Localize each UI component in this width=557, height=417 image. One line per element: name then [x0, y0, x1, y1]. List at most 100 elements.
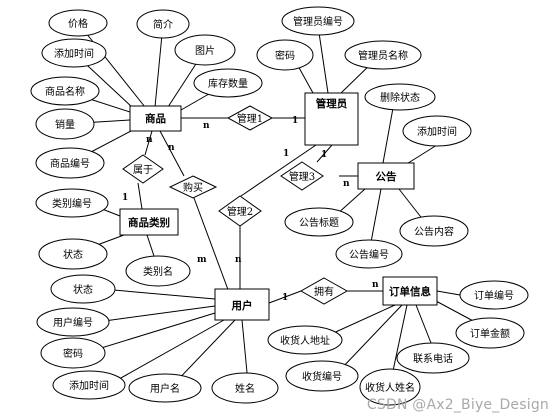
- entity-notice[interactable]: 公告: [357, 162, 415, 190]
- card-manage3-notice: n: [343, 179, 350, 189]
- svg-text:收货人姓名: 收货人姓名: [365, 381, 415, 394]
- relation-buy[interactable]: 购买: [168, 175, 218, 199]
- svg-text:库存数量: 库存数量: [208, 77, 248, 90]
- attr-category-name[interactable]: 类别名: [125, 255, 191, 287]
- svg-text:类别名: 类别名: [143, 265, 173, 278]
- card-buy-user: m: [197, 255, 207, 265]
- svg-text:状态: 状态: [73, 283, 93, 296]
- card-manage3-admin: 1: [321, 150, 327, 160]
- svg-text:用户编号: 用户编号: [53, 316, 93, 329]
- relation-manage2-label: 管理2: [227, 205, 253, 218]
- svg-text:管理员编号: 管理员编号: [293, 15, 343, 28]
- attr-order-phone[interactable]: 联系电话: [396, 342, 470, 374]
- relation-manage1-label: 管理1: [237, 112, 263, 125]
- relation-belongs-label: 属于: [133, 164, 153, 176]
- card-buy-product: n: [168, 143, 175, 153]
- svg-text:收货人地址: 收货人地址: [280, 334, 330, 347]
- entity-notice-label: 公告: [376, 170, 397, 183]
- svg-text:添加时间: 添加时间: [54, 47, 94, 60]
- svg-text:公告内容: 公告内容: [414, 225, 454, 238]
- attr-admin-password[interactable]: 密码: [256, 39, 314, 71]
- svg-text:公告编号: 公告编号: [349, 248, 389, 261]
- attr-product-name[interactable]: 商品名称: [30, 76, 100, 106]
- relation-manage1[interactable]: 管理1: [226, 105, 274, 131]
- relation-manage3-label: 管理3: [289, 170, 315, 183]
- attr-product-intro[interactable]: 简介: [136, 9, 190, 39]
- svg-text:密码: 密码: [275, 49, 295, 62]
- entity-order-label: 订单信息: [389, 285, 431, 298]
- attr-notice-delete-status[interactable]: 删除状态: [364, 83, 436, 111]
- entity-product-label: 商品: [145, 112, 166, 125]
- svg-text:用户名: 用户名: [150, 382, 180, 395]
- svg-text:收货编号: 收货编号: [302, 370, 342, 383]
- relation-manage2[interactable]: 管理2: [218, 195, 262, 227]
- attr-order-receiver-name[interactable]: 收货人姓名: [359, 368, 421, 406]
- entity-admin-label: 管理员: [316, 97, 348, 110]
- attr-notice-id[interactable]: 公告编号: [335, 239, 403, 269]
- attr-order-receipt-id[interactable]: 收货编号: [285, 360, 359, 392]
- svg-text:添加时间: 添加时间: [417, 125, 457, 138]
- attr-user-realname[interactable]: 姓名: [211, 372, 279, 404]
- svg-text:公告标题: 公告标题: [299, 216, 339, 229]
- svg-text:添加时间: 添加时间: [69, 379, 109, 392]
- attr-category-id[interactable]: 类别编号: [35, 188, 109, 218]
- attr-user-username[interactable]: 用户名: [128, 373, 202, 403]
- card-manage2-admin: 1: [283, 149, 289, 159]
- attr-user-status[interactable]: 状态: [50, 274, 116, 304]
- svg-text:订单金额: 订单金额: [470, 327, 510, 340]
- svg-text:图片: 图片: [195, 44, 215, 57]
- attr-product-added-time[interactable]: 添加时间: [41, 38, 107, 68]
- svg-text:类别编号: 类别编号: [52, 197, 92, 210]
- entity-order[interactable]: 订单信息: [382, 276, 438, 306]
- card-manage2-user: n: [235, 255, 242, 265]
- card-own-order: n: [372, 280, 379, 290]
- attr-user-password[interactable]: 密码: [40, 337, 106, 369]
- relation-buy-label: 购买: [183, 181, 203, 194]
- attr-admin-name[interactable]: 管理员名称: [344, 40, 422, 70]
- attr-category-status[interactable]: 状态: [38, 238, 108, 270]
- attr-notice-title[interactable]: 公告标题: [284, 207, 354, 237]
- card-belongs-category: 1: [122, 193, 128, 203]
- card-manage1-product: n: [203, 121, 210, 131]
- attr-product-sales[interactable]: 销量: [35, 108, 95, 140]
- entity-category-label: 商品类别: [128, 216, 170, 229]
- attr-product-stock[interactable]: 库存数量: [193, 68, 263, 98]
- svg-text:删除状态: 删除状态: [380, 91, 420, 104]
- svg-text:商品编号: 商品编号: [50, 157, 90, 170]
- svg-text:订单编号: 订单编号: [474, 289, 514, 302]
- relation-own-label: 拥有: [314, 285, 334, 298]
- attr-admin-id[interactable]: 管理员编号: [281, 6, 355, 36]
- attr-order-id[interactable]: 订单编号: [459, 280, 529, 310]
- relation-own[interactable]: 拥有: [299, 277, 349, 305]
- svg-text:管理员名称: 管理员名称: [358, 49, 408, 62]
- relation-belongs[interactable]: 属于: [122, 154, 164, 184]
- entity-product[interactable]: 商品: [129, 105, 182, 132]
- card-manage1-admin: 1: [292, 116, 298, 126]
- attr-product-image[interactable]: 图片: [174, 34, 236, 66]
- attr-order-amount[interactable]: 订单金额: [455, 317, 525, 349]
- card-own-user: 1: [282, 293, 288, 303]
- attr-order-receiver-address[interactable]: 收货人地址: [267, 325, 343, 355]
- svg-text:联系电话: 联系电话: [413, 352, 453, 365]
- svg-text:简介: 简介: [153, 18, 173, 31]
- svg-text:姓名: 姓名: [235, 382, 255, 395]
- watermark-text: CSDN @Ax2_Biye_Design: [366, 397, 549, 413]
- svg-text:商品名称: 商品名称: [45, 85, 85, 98]
- svg-text:状态: 状态: [63, 248, 83, 261]
- relation-manage3[interactable]: 管理3: [280, 161, 324, 191]
- entity-admin[interactable]: 管理员: [304, 92, 359, 146]
- attr-notice-added-time[interactable]: 添加时间: [402, 115, 472, 147]
- svg-text:价格: 价格: [68, 17, 88, 30]
- attr-product-id[interactable]: 商品编号: [35, 147, 105, 179]
- card-belongs-product: n: [146, 135, 153, 145]
- entity-user[interactable]: 用户: [214, 288, 270, 321]
- svg-text:密码: 密码: [63, 347, 83, 360]
- entity-user-label: 用户: [231, 299, 253, 312]
- attr-user-id[interactable]: 用户编号: [36, 307, 110, 337]
- attr-user-added-time[interactable]: 添加时间: [52, 370, 126, 400]
- attr-notice-content[interactable]: 公告内容: [399, 215, 469, 247]
- entity-category[interactable]: 商品类别: [119, 208, 179, 236]
- attr-product-price[interactable]: 价格: [48, 9, 108, 37]
- svg-text:销量: 销量: [55, 118, 75, 131]
